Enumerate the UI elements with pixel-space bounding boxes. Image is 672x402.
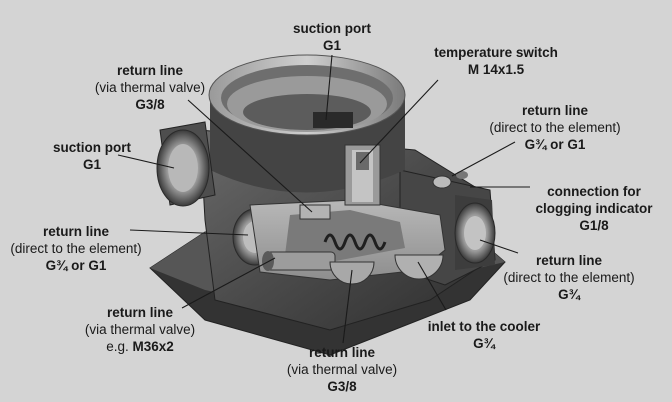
label-return-direct-top-right: return line (direct to the element) G¾ o… [489,103,621,152]
label-return-thermal-bottom: return line (via thermal valve) G3/8 [286,345,398,394]
label-clogging-indicator: connection for clogging indicator G1/8 [535,184,653,233]
label-return-thermal-left: return line (via thermal valve) e.g. M36… [84,305,196,354]
label-return-thermal-top: return line (via thermal valve) G3/8 [94,63,206,112]
label-temperature-switch: temperature switch M 14x1.5 [434,45,558,77]
thermal-valve-spring [323,233,387,251]
label-suction-port-left: suction port G1 [53,140,131,172]
label-suction-port-top: suction port G1 [293,21,371,53]
label-return-direct-left: return line (direct to the element) G¾ o… [10,224,142,273]
label-inlet-cooler: inlet to the cooler G¾ [427,319,541,351]
label-return-direct-right: return line (direct to the element) G¾ [503,253,635,302]
leader-lines [117,54,530,344]
thermal-valve-cylinder [264,251,336,271]
clogging-indicator-port [432,175,452,189]
